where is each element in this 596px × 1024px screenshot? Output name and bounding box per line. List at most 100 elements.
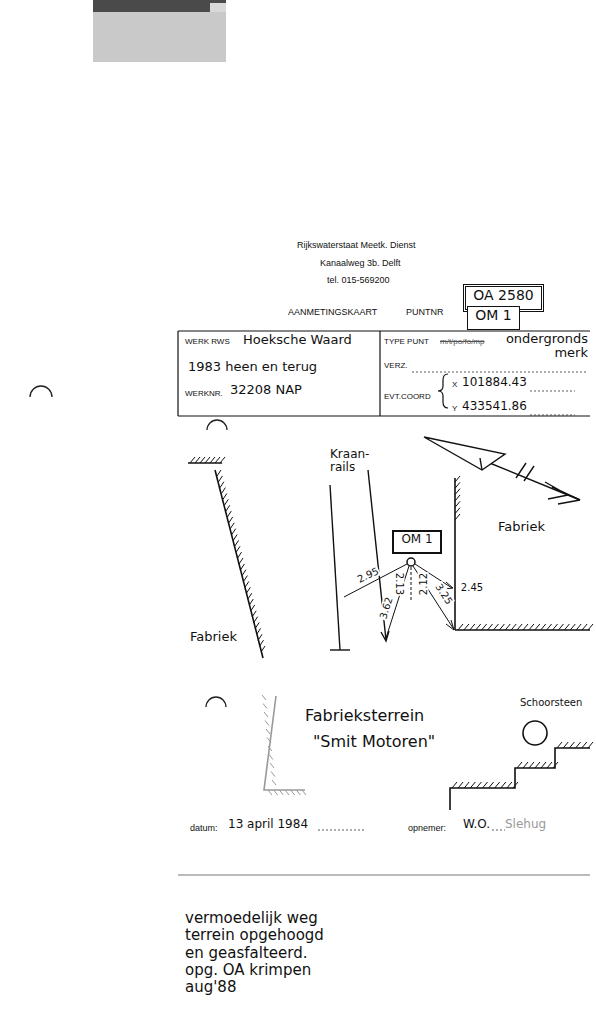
hatch-stroke xyxy=(239,558,243,564)
field-label: VERZ. xyxy=(384,362,408,371)
hatch-stroke xyxy=(495,782,500,788)
field-value: Hoeksche Waard xyxy=(243,333,352,347)
hatch-stroke xyxy=(464,782,469,788)
hatch-stroke xyxy=(569,742,574,748)
hatch-stroke xyxy=(455,482,460,488)
field-value: 1983 heen en terug xyxy=(188,360,317,374)
hatch-stroke xyxy=(285,790,289,795)
chimney-label: Schoorsteen xyxy=(520,697,582,708)
hatch-stroke xyxy=(588,742,593,748)
surveyor-value: W.O. xyxy=(463,818,490,831)
axis-label: X xyxy=(452,381,457,390)
hatch-stroke xyxy=(493,624,498,630)
hatch-stroke xyxy=(482,624,487,630)
hatch-stroke xyxy=(483,782,488,788)
hatch-stroke xyxy=(511,624,516,630)
hatch-stroke xyxy=(240,564,244,570)
hatch-stroke xyxy=(217,470,221,476)
hatch-stroke xyxy=(272,780,276,785)
hatch-stroke xyxy=(523,762,528,768)
phone: tel. 015-569200 xyxy=(327,276,390,286)
hatch-stroke xyxy=(547,762,552,768)
field-label: datum: xyxy=(190,824,218,834)
hatch-stroke xyxy=(553,624,558,630)
hatch-stroke xyxy=(266,729,270,734)
field-value: ondergronds merk xyxy=(494,332,588,361)
field-label: WERKNR. xyxy=(185,390,223,399)
hatch-stroke xyxy=(268,790,272,795)
hatch-stroke xyxy=(452,782,457,788)
hatch-stroke xyxy=(458,782,463,788)
hatch-stroke xyxy=(220,457,225,463)
building-label: Fabriek xyxy=(190,630,237,644)
surveyor-value: Slehug xyxy=(505,818,546,831)
coordinate-value: 101884.43 xyxy=(462,376,527,389)
hatch-stroke xyxy=(236,546,240,552)
hatch-stroke xyxy=(238,552,242,558)
hatch-stroke xyxy=(489,782,494,788)
hatch-stroke xyxy=(279,790,283,795)
hatch-stroke xyxy=(267,738,271,743)
hatch-stroke xyxy=(246,587,250,593)
hatch-stroke xyxy=(251,605,255,611)
hatch-stroke xyxy=(501,782,506,788)
hatch-stroke xyxy=(541,762,546,768)
hatch-stroke xyxy=(229,517,233,523)
hatch-stroke xyxy=(476,624,481,630)
struck-option: m/t/po/fo/mp xyxy=(440,338,484,347)
hatch-stroke xyxy=(529,762,534,768)
coordinate-brace xyxy=(438,374,448,408)
hatch-stroke xyxy=(296,790,300,795)
site-label: Fabrieksterrein xyxy=(305,707,424,725)
node-text: OM 1 xyxy=(468,308,519,323)
field-value: 32208 NAP xyxy=(230,383,302,397)
north-arrow xyxy=(424,437,580,504)
hatch-stroke xyxy=(499,624,504,630)
site-label: "Smit Motoren" xyxy=(313,733,435,751)
hatch-stroke xyxy=(513,782,518,788)
hatch-stroke xyxy=(195,457,200,463)
hatch-stroke xyxy=(243,576,247,582)
hatch-stroke xyxy=(535,762,540,768)
point-name-box: OM 1 xyxy=(392,530,442,554)
hatch-stroke xyxy=(235,540,239,546)
rail-label: Kraan- rails xyxy=(330,448,374,474)
hatch-stroke xyxy=(535,624,540,630)
hatch-stroke xyxy=(265,721,269,726)
dimension: 2.95 xyxy=(355,565,382,585)
field-label: EVT.COORD xyxy=(384,393,431,402)
date-value: 13 april 1984 xyxy=(228,818,308,831)
hatch-stroke xyxy=(470,782,475,788)
hatch-stroke xyxy=(226,505,230,511)
hatch-stroke xyxy=(264,712,268,717)
hatch-stroke xyxy=(488,624,493,630)
building-label: Fabriek xyxy=(498,520,545,534)
hatch-stroke xyxy=(455,489,460,495)
node-text: OM 1 xyxy=(394,533,440,546)
hatch-stroke xyxy=(302,790,306,795)
field-label: TYPE PUNT xyxy=(384,338,429,347)
hatch-stroke xyxy=(505,624,510,630)
hatch-stroke xyxy=(258,634,262,640)
hatch-stroke xyxy=(582,742,587,748)
hatch-stroke xyxy=(215,457,220,463)
scan-band xyxy=(210,3,226,12)
hatch-stroke xyxy=(233,535,237,541)
hatch-stroke xyxy=(553,762,558,768)
card-title: AANMETINGSKAART xyxy=(288,308,377,318)
hatch-stroke xyxy=(252,611,256,617)
hatch-stroke xyxy=(458,624,463,630)
hatch-stroke xyxy=(576,624,581,630)
crane-rails xyxy=(330,470,389,650)
hatch-stroke xyxy=(257,628,261,634)
hatch-stroke xyxy=(558,624,563,630)
hatch-stroke xyxy=(223,493,227,499)
hatch-stroke xyxy=(582,624,587,630)
hatch-stroke xyxy=(254,617,258,623)
hatch-stroke xyxy=(507,782,512,788)
wall-hatching xyxy=(190,457,593,795)
hatch-stroke xyxy=(476,782,481,788)
hatch-stroke xyxy=(190,457,195,463)
hatch-stroke xyxy=(268,746,272,751)
